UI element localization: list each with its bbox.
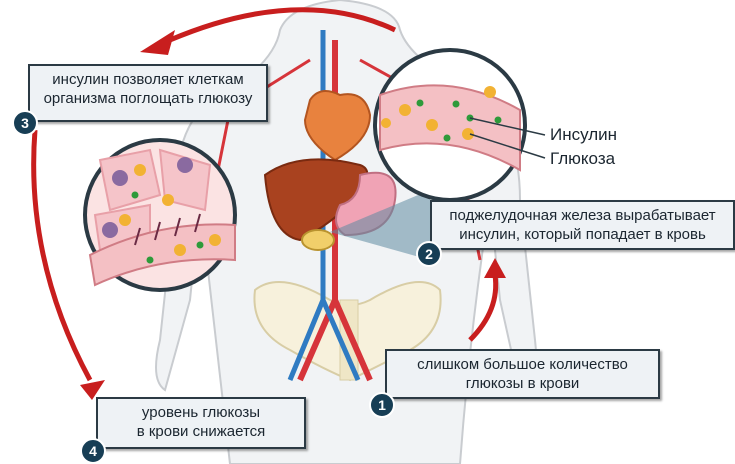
step-1-line1: слишком большое количество — [417, 356, 628, 373]
step-4-line2: в крови снижается — [136, 423, 266, 440]
arrowhead-right — [484, 258, 506, 278]
cell-nuclei — [102, 157, 193, 238]
step-1-line2: глюкозы в крови — [465, 375, 580, 392]
legend-glucose-leader — [469, 133, 546, 159]
legend-insulin: Инсулин — [550, 125, 618, 144]
step-2-line2: инсулин, который попадает в кровь — [459, 226, 706, 243]
glucose-dots — [381, 86, 496, 140]
insulin-dots — [416, 99, 502, 142]
step-2-badge: 2 — [416, 241, 442, 267]
step-3-badge: 3 — [12, 110, 38, 136]
heart — [303, 90, 372, 162]
step-3-line2: организма поглощать глюкозу — [43, 90, 253, 107]
cycle-arrows — [31, 7, 499, 382]
step-4-badge: 4 — [80, 438, 106, 464]
step-1-box: слишком большое количество глюкозы в кро… — [385, 349, 660, 399]
cell-glucose-dots — [119, 164, 221, 256]
arrowhead-left — [80, 380, 105, 400]
step-2-box: поджелудочная железа вырабатывает инсули… — [430, 200, 735, 250]
step-3-line1: инсулин позволяет клеткам — [52, 71, 244, 88]
pancreas — [301, 229, 335, 251]
step-4-line1: уровень глюкозы — [141, 404, 261, 421]
step-4-box: уровень глюкозы в крови снижается — [96, 397, 306, 449]
legend-glucose: Глюкоза — [550, 149, 616, 168]
pancreas-callout-beam — [330, 190, 430, 260]
step-3-box: инсулин позволяет клеткам организма погл… — [28, 64, 268, 122]
blood-vessel — [379, 84, 521, 172]
step-1-badge: 1 — [369, 392, 395, 418]
step-2-line1: поджелудочная железа вырабатывает — [449, 207, 716, 224]
legend-insulin-leader — [469, 117, 546, 136]
glucose-uptake-arrows — [134, 213, 201, 246]
arrowhead-top — [140, 30, 175, 55]
cell-insulin-dots — [131, 191, 204, 264]
